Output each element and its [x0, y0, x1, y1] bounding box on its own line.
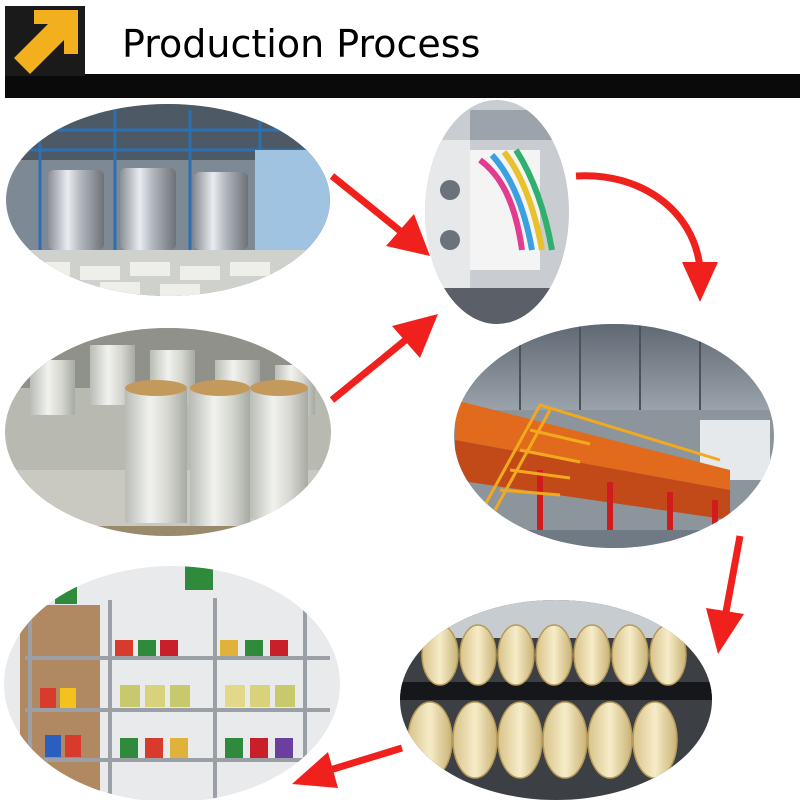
photo-printing-machine: [425, 100, 569, 324]
flow-arrows: [292, 172, 744, 788]
arrow-slitting-to-products: [292, 744, 404, 788]
page-header: Production Process: [0, 0, 800, 100]
arrow-coating-to-slitting: [706, 535, 744, 654]
photo-mixing-tanks: [6, 104, 330, 296]
photo-film-rolls: [5, 328, 331, 536]
page-title: Production Process: [122, 22, 481, 66]
photo-coating-line: [454, 324, 774, 548]
arrow-tanks-to-printing: [329, 173, 430, 256]
header-bar: [5, 74, 800, 98]
photo-finished-products: [4, 566, 340, 800]
up-right-arrow-icon: [14, 10, 78, 74]
photo-slitting-rolls: [400, 600, 712, 800]
arrow-printing-to-coating: [575, 172, 718, 302]
arrow-film-to-printing: [329, 314, 438, 403]
header-graphic: [5, 6, 800, 98]
